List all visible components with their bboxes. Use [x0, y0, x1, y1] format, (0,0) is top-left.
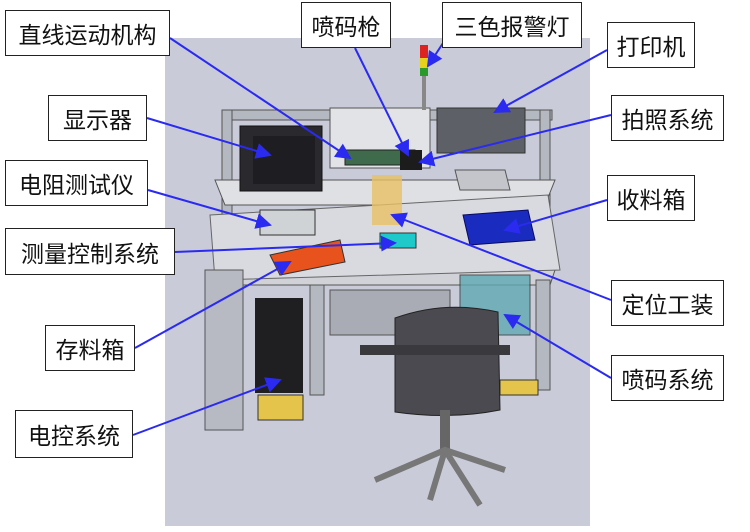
label-inkjet-system: 喷码系统	[611, 355, 724, 401]
label-display: 显示器	[48, 95, 147, 141]
label-positioning-fixture: 定位工装	[611, 280, 724, 326]
printer	[436, 107, 526, 154]
label-linear-motion: 直线运动机构	[5, 10, 170, 56]
label-printer: 打印机	[607, 22, 695, 68]
label-electrical-control: 电控系统	[15, 410, 133, 458]
office-chair	[360, 306, 510, 507]
receiving-box	[462, 209, 536, 246]
positioning-fixture	[379, 232, 417, 249]
label-tricolor-alarm-light: 三色报警灯	[442, 2, 582, 48]
label-storage-box: 存料箱	[45, 325, 135, 371]
label-camera-system: 拍照系统	[611, 95, 724, 141]
label-receiving-box: 收料箱	[607, 175, 695, 221]
inkjet-gun	[400, 150, 422, 170]
pointer-arrows	[132, 37, 612, 436]
label-resistance-tester: 电阻测试仪	[5, 160, 148, 206]
electrical-cabinet	[255, 298, 303, 393]
label-measurement-control: 测量控制系统	[5, 228, 175, 275]
resistance-tester	[259, 209, 316, 236]
label-inkjet-gun: 喷码枪	[301, 2, 391, 48]
